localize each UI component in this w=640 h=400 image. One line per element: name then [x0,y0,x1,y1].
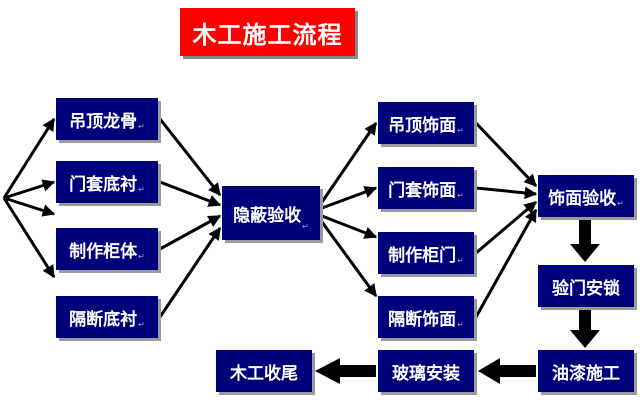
step-label: 木工收尾 [230,363,298,384]
step-label: 制作柜门 [388,245,457,266]
step-cabinet-body: 制作柜体↵ [56,228,158,270]
arrow-paint-to-glass [478,358,536,384]
step-label: 隐蔽验收 [233,205,302,226]
step-door-lock-install: 验门安锁 [538,265,634,307]
paragraph-mark: ↵ [457,126,464,135]
step-label: 门套饰面 [388,180,457,201]
arrow-hidden-check-to-ceiling-finish [320,121,378,203]
arrow-ceiling-finish-to-finish-check [474,121,538,188]
paragraph-mark: ↵ [138,122,145,131]
step-door-base: 门套底衬↵ [56,161,158,203]
arrow-start-to-partition-base [2,197,56,279]
step-partition-base: 隔断底衬↵ [56,296,158,338]
step-label: 隔断底衬 [69,309,138,330]
paragraph-mark: ↵ [457,256,464,265]
arrow-ceiling-frame-to-hidden-check [158,118,222,196]
paragraph-mark: ↵ [457,191,464,200]
paragraph-mark: ↵ [457,320,464,329]
arrow-cabinet-body-to-hidden-check [159,214,222,251]
arrow-hidden-check-to-door-finish [321,186,378,210]
page-title: 木工施工流程 [180,8,355,56]
step-hidden-inspection: 隐蔽验收↵ [222,186,320,240]
step-partition-finish: 隔断饰面↵ [378,296,474,338]
step-door-finish: 门套饰面↵ [378,167,474,209]
paragraph-mark: ↵ [617,199,624,208]
arrow-lock-to-paint [570,309,600,348]
arrow-start-to-ceiling-frame [2,117,56,199]
arrow-partition-base-to-hidden-check [158,226,222,318]
step-ceiling-finish: 吊顶饰面↵ [378,102,474,144]
paragraph-mark: ↵ [302,222,309,231]
arrow-door-finish-to-finish-check [475,186,538,200]
step-ceiling-frame: 吊顶龙骨↵ [56,98,158,140]
step-label: 玻璃安装 [392,363,460,384]
arrow-partition-finish-to-finish-check [474,208,538,318]
step-wrap-up: 木工收尾 [216,350,312,392]
step-label: 制作柜体 [69,241,138,262]
step-label: 隔断饰面 [388,309,457,330]
arrow-hidden-check-to-partition-finish [320,221,378,298]
arrow-hidden-check-to-cabinet-door [321,214,378,239]
arrow-glass-to-wrap-up [315,358,376,384]
step-label: 验门安锁 [552,278,620,299]
step-label: 吊顶饰面 [388,115,457,136]
step-glass-install: 玻璃安装 [378,350,474,392]
step-label: 饰面验收 [548,188,617,209]
paragraph-mark: ↵ [138,252,145,261]
arrow-door-base-to-hidden-check [159,180,222,207]
arrow-start-to-cabinet-body [3,196,56,217]
step-finish-inspection: 饰面验收↵ [538,175,634,217]
step-label: 油漆施工 [552,363,620,384]
step-label: 吊顶龙骨 [69,111,138,132]
arrow-start-to-door-base [3,179,56,200]
step-label: 门套底衬 [69,174,138,195]
arrow-finish-check-to-lock [570,219,600,262]
step-cabinet-door: 制作柜门↵ [378,232,474,274]
step-painting: 油漆施工 [538,350,634,392]
paragraph-mark: ↵ [138,185,145,194]
paragraph-mark: ↵ [138,320,145,329]
